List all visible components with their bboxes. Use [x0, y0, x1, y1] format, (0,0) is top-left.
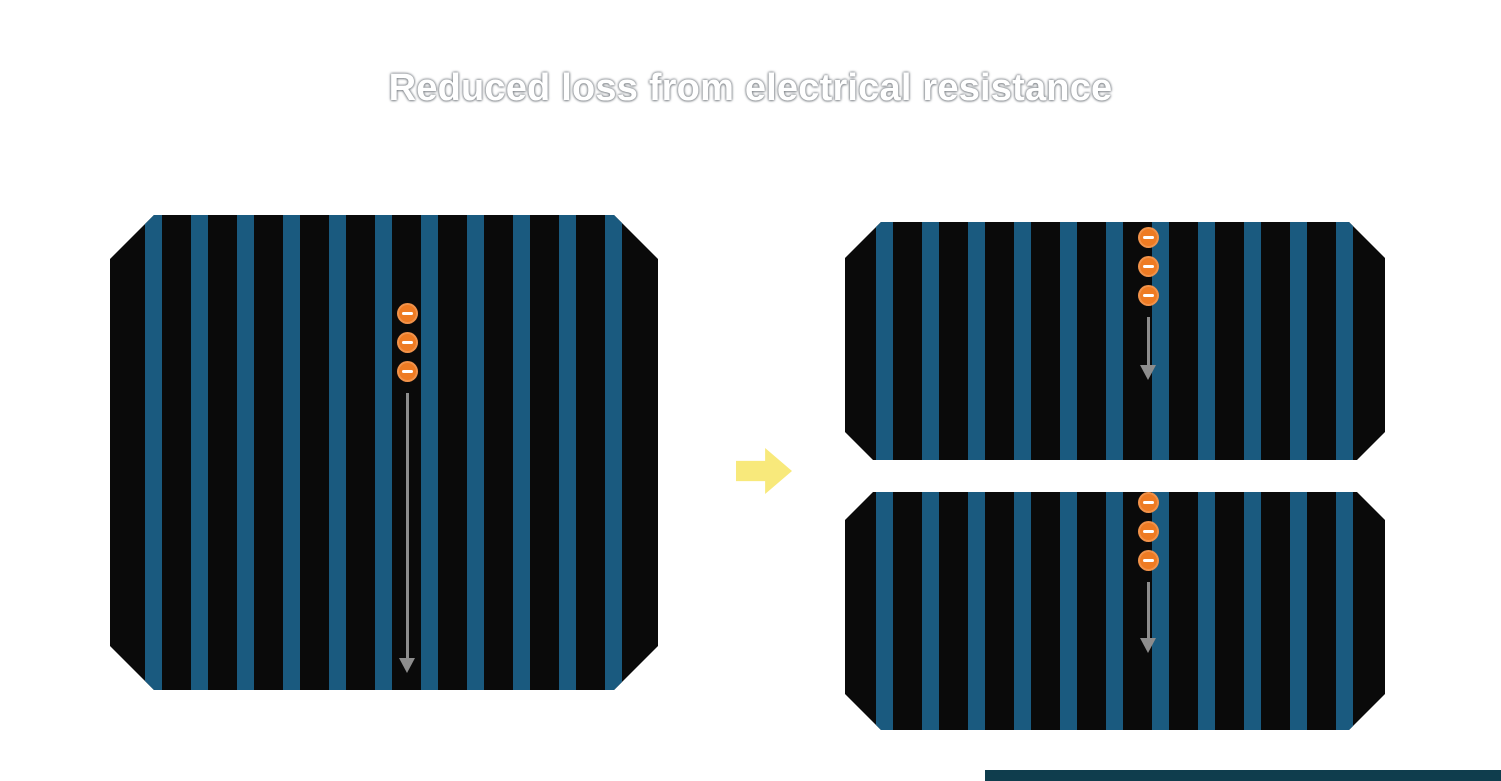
minus-icon — [402, 341, 413, 344]
right-arrow-icon — [736, 448, 792, 494]
electron-icon — [1138, 256, 1159, 277]
page-title: Reduced loss from electrical resistance — [388, 67, 1113, 109]
current-arrowhead-icon — [1140, 365, 1156, 395]
electron-icon — [397, 303, 418, 324]
current-arrowhead-icon — [399, 658, 415, 688]
half-cut-cell-bottom — [845, 492, 1385, 730]
half-cut-cell-top — [845, 222, 1385, 460]
minus-icon — [402, 312, 413, 315]
full-solar-cell — [110, 215, 658, 690]
electron-flow-bottom-half — [1137, 492, 1159, 668]
current-arrowhead-icon — [1140, 638, 1156, 668]
electron-icon — [1138, 521, 1159, 542]
minus-icon — [1143, 559, 1154, 562]
electron-flow-top-half — [1137, 227, 1159, 395]
electron-icon — [397, 361, 418, 382]
minus-icon — [1143, 501, 1154, 504]
electron-icon — [1138, 492, 1159, 513]
busbar-stripes — [145, 215, 623, 690]
minus-icon — [1143, 530, 1154, 533]
minus-icon — [1143, 265, 1154, 268]
bottom-edge-bar — [985, 770, 1501, 781]
busbar-stripes — [876, 222, 1354, 460]
minus-icon — [1143, 236, 1154, 239]
busbar-stripes — [876, 492, 1354, 730]
minus-icon — [402, 370, 413, 373]
electron-icon — [1138, 227, 1159, 248]
electron-icon — [1138, 550, 1159, 571]
current-arrow-line — [406, 393, 409, 658]
current-arrow-line — [1147, 582, 1150, 638]
electron-icon — [1138, 285, 1159, 306]
current-arrow-line — [1147, 317, 1150, 365]
electron-icon — [397, 332, 418, 353]
minus-icon — [1143, 294, 1154, 297]
electron-flow-full-cell — [396, 303, 418, 688]
